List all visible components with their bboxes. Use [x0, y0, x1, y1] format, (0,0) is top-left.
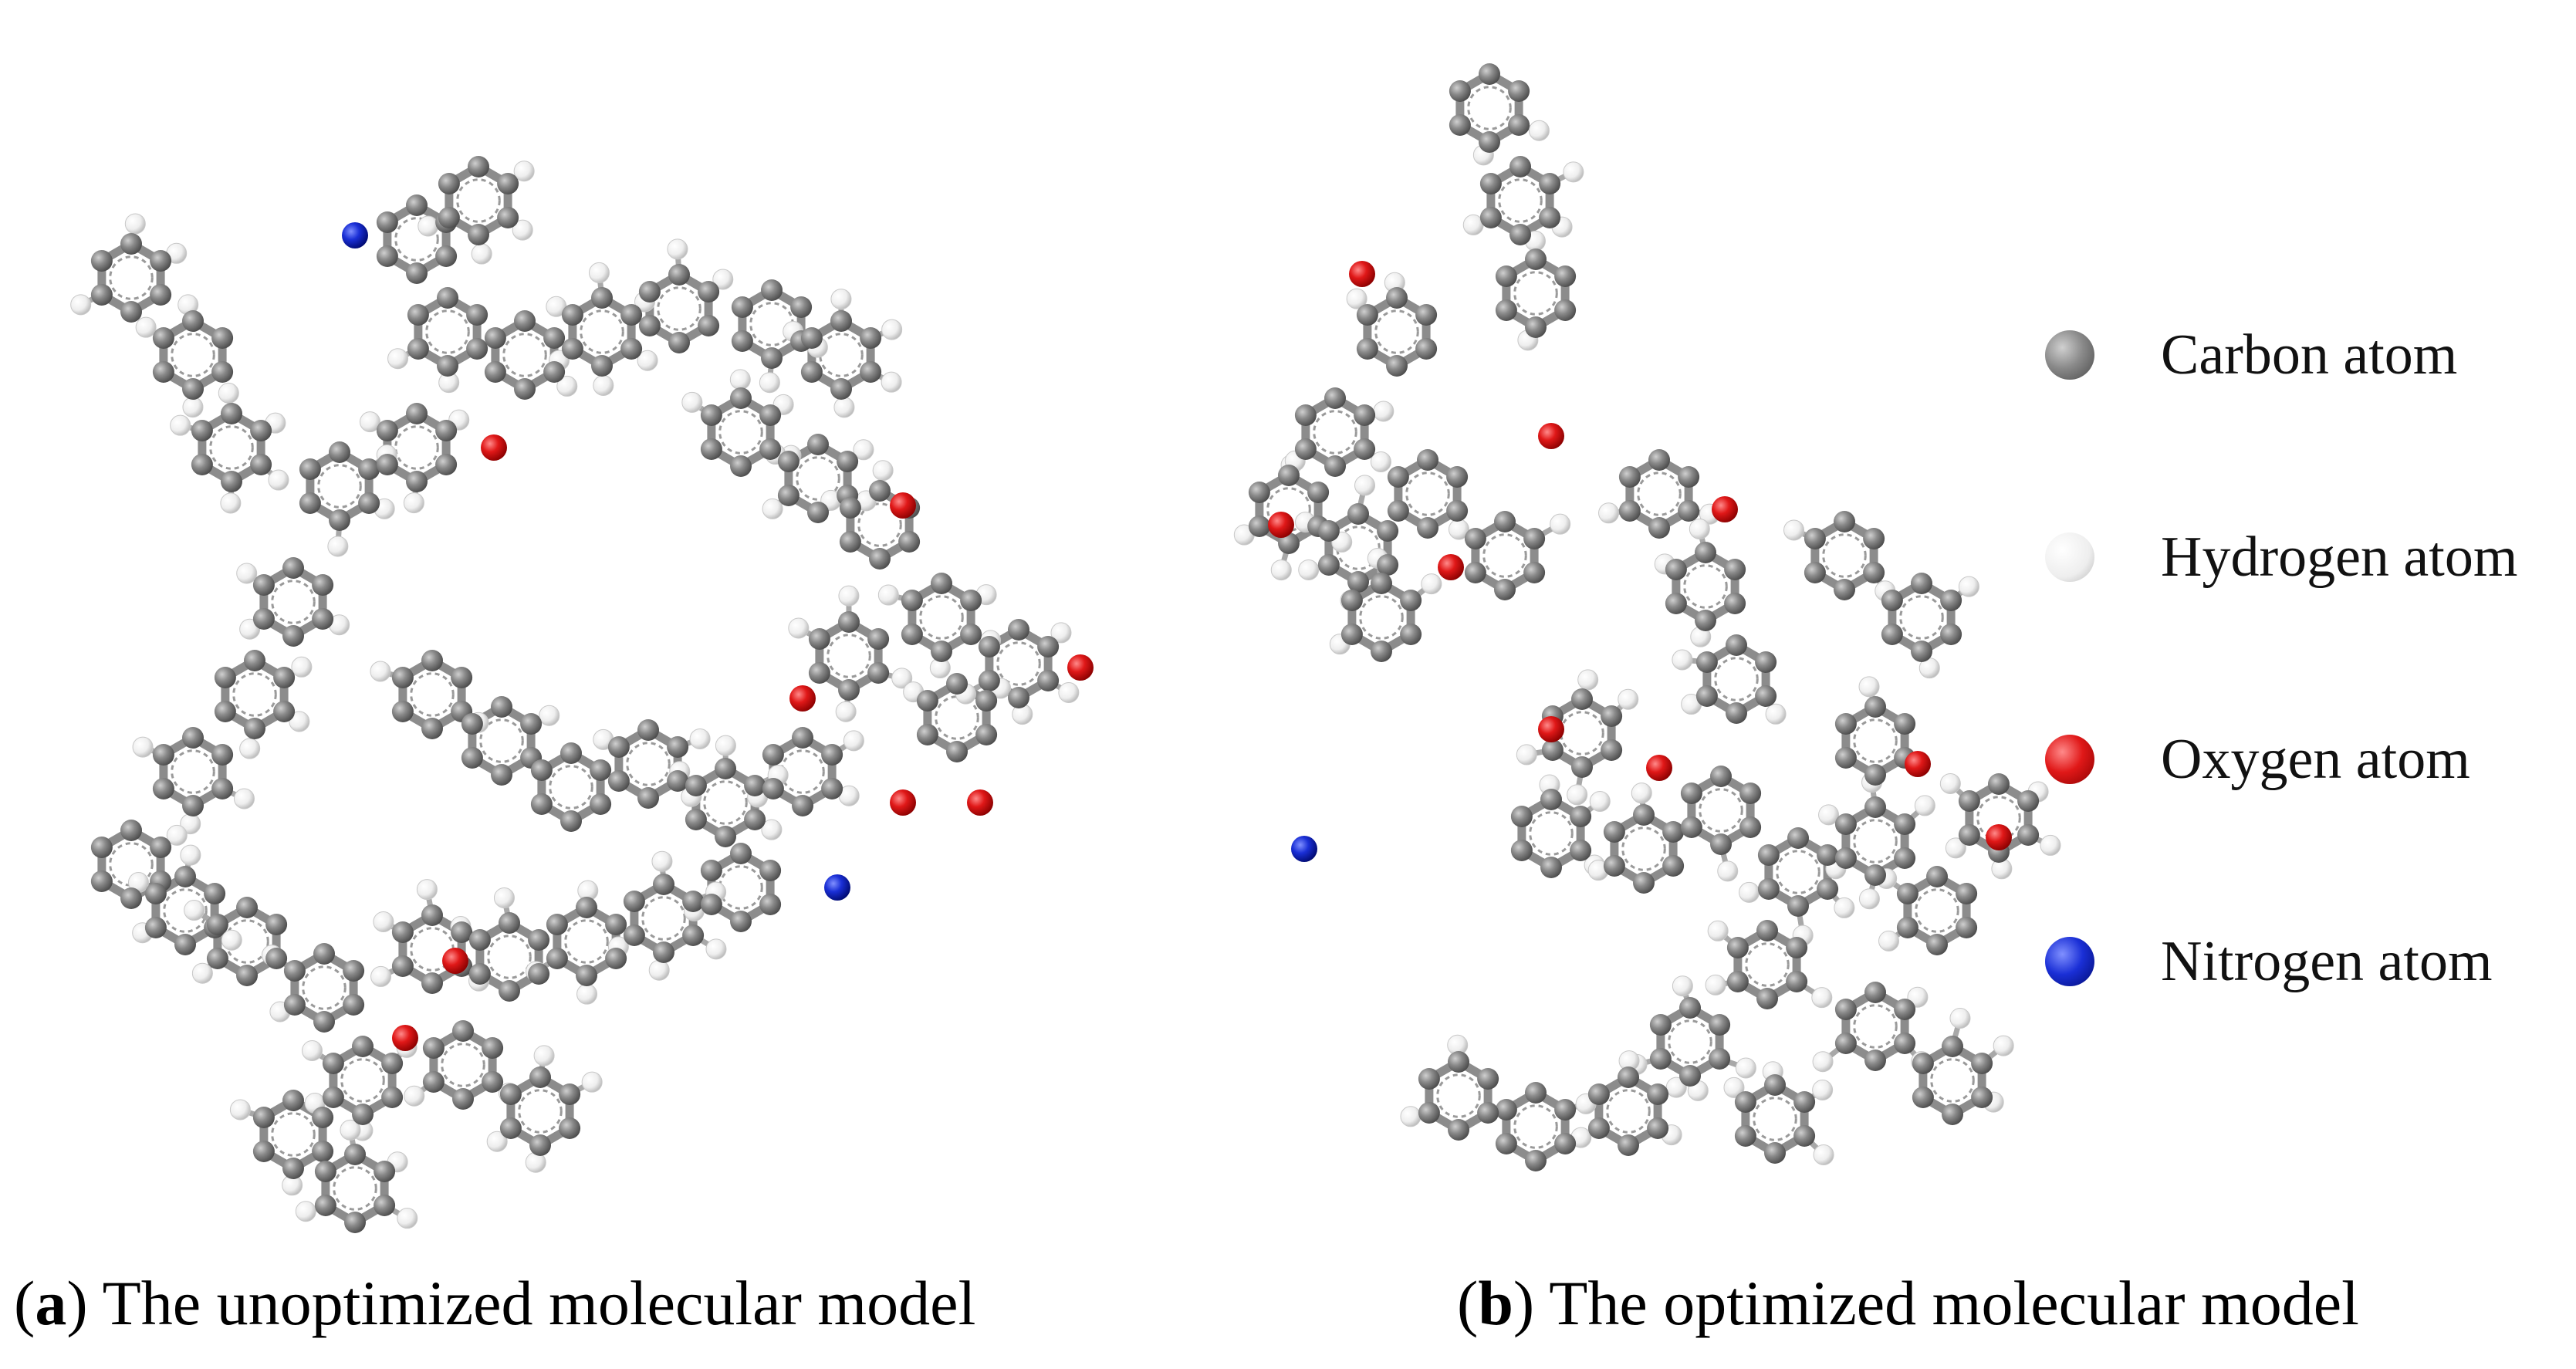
hydrogen-sphere-icon: [2045, 532, 2094, 582]
legend-label-hydrogen: Hydrogen atom: [2161, 526, 2518, 589]
unoptimized-molecule-image: [70, 156, 1094, 1233]
unoptimized-molecule-panel: [0, 0, 1142, 1250]
caption-text-a: The unoptimized molecular model: [87, 1268, 976, 1338]
legend-label-oxygen: Oxygen atom: [2161, 728, 2470, 791]
legend-label-nitrogen: Nitrogen atom: [2161, 930, 2493, 993]
caption-letter-b: b: [1478, 1268, 1513, 1338]
caption-text-b: The optimized molecular model: [1534, 1268, 2359, 1338]
oxygen-sphere-icon: [2045, 735, 2094, 784]
optimized-molecule-panel: [1104, 0, 2076, 1250]
nitrogen-sphere-icon: [2045, 937, 2094, 986]
legend-label-carbon: Carbon atom: [2161, 323, 2458, 387]
caption-unoptimized: (a) The unoptimized molecular model: [14, 1268, 976, 1338]
carbon-sphere-icon: [2045, 330, 2094, 380]
optimized-molecule-image: [1233, 63, 2061, 1171]
caption-letter-a: a: [35, 1268, 67, 1338]
caption-optimized: (b) The optimized molecular model: [1457, 1268, 2359, 1338]
